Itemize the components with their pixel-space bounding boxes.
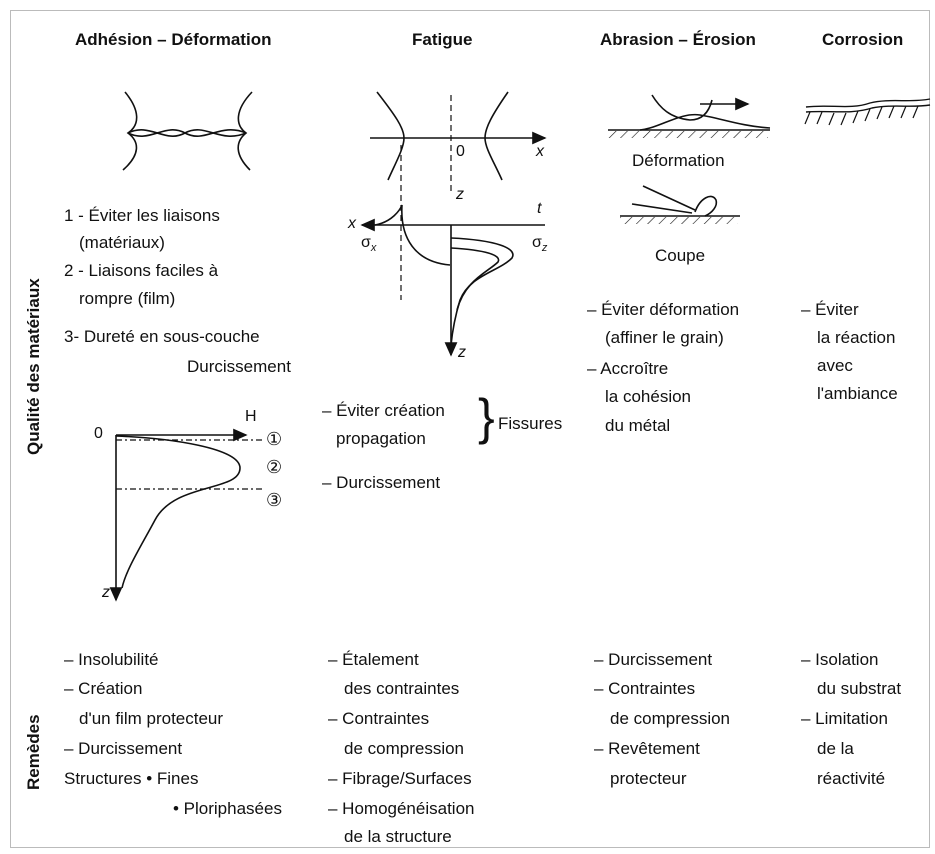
abrasion-quality-line-4: la cohésion	[605, 387, 692, 406]
remede-fatigue-2: des contraintes	[344, 679, 460, 698]
remede-adhesion-3: d'un film protecteur	[79, 709, 224, 728]
header-fatigue: Fatigue	[412, 30, 473, 49]
abrasion-coupe-illustration	[620, 185, 740, 224]
corrosion-quality-line-4: l'ambiance	[817, 384, 898, 403]
fatigue-x-left-label: x	[348, 215, 356, 232]
remede-abrasion-1: – Durcissement	[594, 650, 713, 669]
sigma-x-subscript: x	[370, 242, 377, 255]
remede-fatigue-6: – Homogénéisation	[328, 799, 475, 818]
marker-3: ③	[266, 490, 283, 510]
sigma-x-label: σx	[361, 234, 376, 254]
header-adhesion: Adhésion – Déformation	[75, 30, 272, 49]
fatigue-diagram	[360, 91, 547, 357]
remede-fatigue-4: de compression	[344, 739, 465, 758]
remede-adhesion-1: – Insolubilité	[64, 650, 159, 669]
fatigue-t-label: t	[537, 200, 542, 217]
fissures-brace: }	[478, 389, 495, 445]
remede-fatigue-3: – Contraintes	[328, 709, 430, 728]
adhesion-illustration	[122, 91, 253, 171]
adhesion-quality-line-2: (matériaux)	[79, 233, 165, 252]
adhesion-quality-line-5: 3- Dureté en sous-couche	[64, 327, 260, 346]
fatigue-quality-line-2: propagation	[336, 429, 426, 448]
remede-adhesion-4: – Durcissement	[64, 739, 183, 758]
remede-corrosion-1: – Isolation	[801, 650, 879, 669]
fatigue-z-bottom-label: z	[458, 344, 466, 361]
remede-abrasion-4: – Revêtement	[594, 739, 700, 758]
fatigue-quality-line-1: – Éviter création	[322, 401, 445, 420]
hardness-z-label: z	[102, 584, 110, 601]
corrosion-quality-line-3: avec	[817, 356, 853, 375]
sigma-z-symbol: σ	[532, 234, 542, 251]
remede-abrasion-2: – Contraintes	[594, 679, 696, 698]
abrasion-coupe-label: Coupe	[655, 246, 706, 265]
remede-adhesion-5: Structures • Fines	[64, 769, 199, 788]
remede-corrosion-2: du substrat	[817, 679, 902, 698]
abrasion-quality-line-1: – Éviter déformation	[587, 300, 740, 319]
adhesion-quality-line-4: rompre (film)	[79, 289, 176, 308]
abrasion-quality-line-5: du métal	[605, 416, 671, 435]
header-corrosion: Corrosion	[822, 30, 904, 49]
fatigue-zero-label: 0	[456, 143, 465, 160]
adhesion-quality-line-1: 1 - Éviter les liaisons	[64, 206, 220, 225]
fatigue-z-axis-label: z	[456, 186, 464, 203]
corrosion-quality-line-1: – Éviter	[801, 300, 859, 319]
abrasion-quality-line-2: (affiner le grain)	[605, 328, 724, 347]
sigma-z-label: σz	[532, 234, 547, 254]
corrosion-illustration	[804, 98, 931, 126]
abrasion-quality-line-3: – Accroître	[587, 359, 669, 378]
corrosion-quality-line-2: la réaction	[817, 328, 896, 347]
remede-fatigue-1: – Étalement	[328, 650, 419, 669]
fatigue-x-axis-label: x	[536, 143, 544, 160]
marker-1: ①	[266, 429, 283, 449]
remede-fatigue-7: de la structure	[344, 827, 452, 846]
remede-corrosion-4: de la	[817, 739, 854, 758]
marker-2: ②	[266, 457, 283, 477]
remede-corrosion-5: réactivité	[817, 769, 886, 788]
header-abrasion: Abrasion – Érosion	[600, 30, 756, 49]
adhesion-quality-line-3: 2 - Liaisons faciles à	[64, 261, 219, 280]
remede-adhesion-2: – Création	[64, 679, 143, 698]
hardness-zero-label: 0	[94, 425, 103, 442]
hardness-graph	[109, 428, 265, 602]
sigma-z-subscript: z	[541, 242, 548, 255]
abrasion-deformation-illustration	[608, 94, 771, 138]
remede-corrosion-3: – Limitation	[801, 709, 888, 728]
remede-abrasion-3: de compression	[610, 709, 731, 728]
adhesion-quality-line-6: Durcissement	[187, 357, 291, 376]
sigma-x-symbol: σ	[361, 234, 371, 251]
fissures-label: Fissures	[498, 414, 563, 433]
fatigue-quality-line-3: – Durcissement	[322, 473, 441, 492]
remede-adhesion-6: • Ploriphasées	[173, 799, 282, 818]
remede-abrasion-5: protecteur	[610, 769, 687, 788]
hardness-h-label: H	[245, 408, 257, 425]
figure-frame	[10, 10, 930, 848]
remede-fatigue-5: – Fibrage/Surfaces	[328, 769, 472, 788]
abrasion-deformation-label: Déformation	[632, 151, 725, 170]
